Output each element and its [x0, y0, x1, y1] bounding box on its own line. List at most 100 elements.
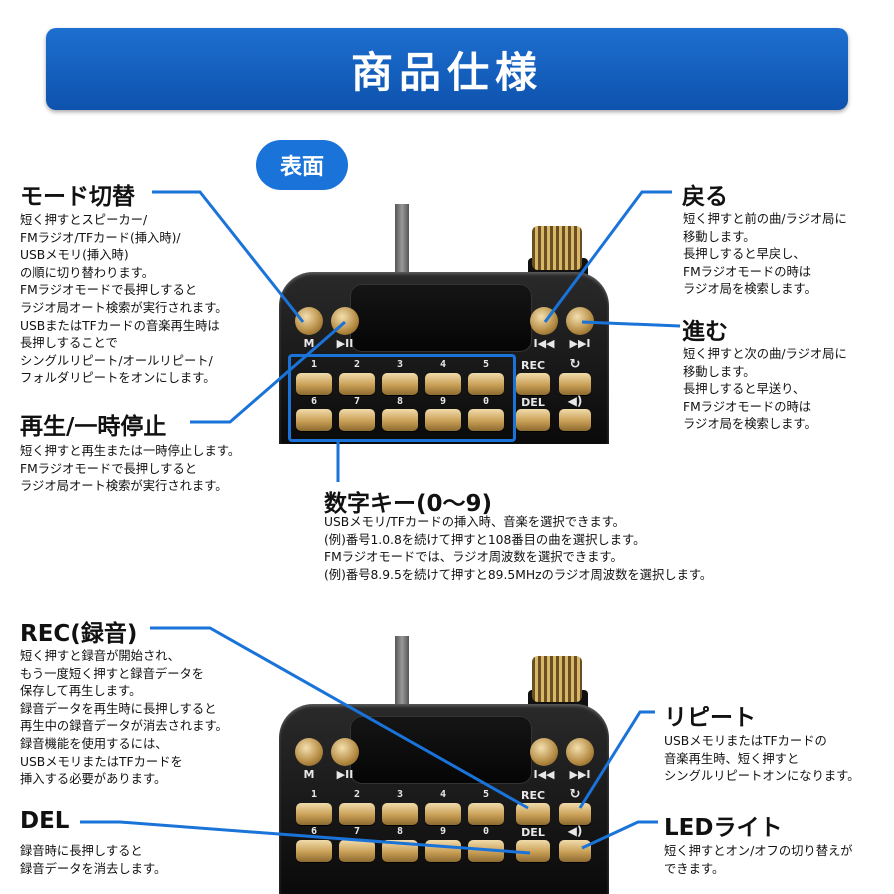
del-key[interactable] [516, 409, 550, 431]
antenna [395, 636, 409, 708]
rec-key[interactable] [516, 373, 550, 395]
repeat-key[interactable] [559, 803, 591, 825]
speaker-icon: ◀) [567, 824, 583, 838]
face-label-badge: 表面 [256, 140, 348, 190]
device-display [350, 716, 532, 784]
key-label: 2 [353, 359, 361, 370]
key-4[interactable] [425, 373, 461, 395]
line-del [80, 820, 531, 855]
del-key[interactable] [516, 840, 550, 862]
line-rec [150, 626, 529, 810]
rec-key-label: REC [520, 359, 546, 372]
rec-key[interactable] [516, 803, 550, 825]
key-label: 7 [353, 826, 361, 837]
play-text: 短く押すと再生または一時停止します。 FMラジオモードで長押しすると ラジオ局オ… [20, 444, 241, 494]
digit-keys-highlight [288, 354, 516, 442]
back-text: 短く押すと前の曲/ラジオ局に 移動します。 長押しすると早戻し、 FMラジオモー… [683, 212, 847, 297]
antenna [395, 204, 409, 274]
repeat-text: USBメモリまたはTFカードの 音楽再生時、短く押すと シングルリピートオンにな… [664, 734, 860, 784]
mode-text: 短く押すとスピーカー/ FMラジオ/TFカード(挿入時)/ USBメモリ(挿入時… [20, 213, 228, 386]
mode-button-label: M [303, 337, 315, 350]
mode-title: モード切替 [20, 184, 135, 210]
line-back [543, 190, 672, 323]
rec-title: REC(録音) [20, 621, 138, 647]
repeat-icon: ↻ [569, 787, 581, 802]
key-0[interactable] [468, 409, 504, 431]
mode-button[interactable] [295, 738, 323, 766]
repeat-title: リピート [664, 705, 756, 731]
key-6[interactable] [296, 409, 332, 431]
play-button-label: ▶II [336, 768, 354, 781]
device-display [350, 284, 532, 352]
key-2[interactable] [339, 803, 375, 825]
key-label: 4 [439, 359, 447, 370]
next-text: 短く押すと次の曲/ラジオ局に 移動します。 長押しすると早送り、 FMラジオモー… [683, 347, 847, 432]
led-key[interactable] [559, 409, 591, 431]
play-title: 再生/一時停止 [20, 414, 167, 440]
key-label: 2 [353, 789, 361, 800]
mode-button[interactable] [295, 307, 323, 335]
key-9[interactable] [425, 409, 461, 431]
key-7[interactable] [339, 840, 375, 862]
key-label: 3 [396, 359, 404, 370]
key-label: 8 [396, 396, 404, 407]
key-label: 9 [439, 826, 447, 837]
del-text: 録音時に長押しすると 録音データを消去します。 [20, 844, 167, 876]
repeat-key[interactable] [559, 373, 591, 395]
key-label: 0 [482, 826, 490, 837]
del-key-label: DEL [521, 826, 545, 839]
led-text: 短く押すとオン/オフの切り替えが できます。 [664, 844, 853, 876]
key-8[interactable] [382, 840, 418, 862]
key-2[interactable] [339, 373, 375, 395]
line-repeat [578, 710, 655, 809]
key-label: 3 [396, 789, 404, 800]
digits-title: 数字キー(0～9) [324, 491, 493, 517]
title-banner: 商品仕様 [46, 28, 848, 110]
play-button-label: ▶II [336, 337, 354, 350]
repeat-icon: ↻ [569, 357, 581, 372]
volume-knob [532, 656, 582, 702]
key-label: 6 [310, 826, 318, 837]
next-button[interactable] [566, 738, 594, 766]
line-mode [152, 190, 305, 323]
next-button-label: ▶▶I [569, 337, 591, 350]
mode-button-label: M [303, 768, 315, 781]
prev-button-label: I◀◀ [533, 337, 555, 350]
key-label: 8 [396, 826, 404, 837]
prev-button-label: I◀◀ [533, 768, 555, 781]
rec-text: 短く押すと録音が開始され、 もう一度短く押すと録音データを 保存して再生します。… [20, 649, 228, 787]
play-pause-button[interactable] [331, 738, 359, 766]
rec-key-label: REC [520, 789, 546, 802]
key-3[interactable] [382, 803, 418, 825]
volume-knob [532, 226, 582, 270]
led-title: LEDライト [664, 815, 783, 841]
del-title: DEL [20, 808, 70, 834]
del-key-label: DEL [521, 396, 545, 409]
key-label: 5 [482, 789, 490, 800]
key-label: 1 [310, 789, 318, 800]
key-label: 0 [482, 396, 490, 407]
key-7[interactable] [339, 409, 375, 431]
previous-button[interactable] [530, 738, 558, 766]
key-4[interactable] [425, 803, 461, 825]
next-button-label: ▶▶I [569, 768, 591, 781]
key-5[interactable] [468, 373, 504, 395]
line-next [581, 320, 681, 328]
led-key[interactable] [559, 840, 591, 862]
page-title: 商品仕様 [350, 47, 543, 97]
digits-text: USBメモリ/TFカードの挿入時、音楽を選択できます。 (例)番号1.0.8を続… [324, 515, 713, 582]
line-led [581, 820, 658, 850]
key-label: 6 [310, 396, 318, 407]
next-title: 進む [682, 319, 728, 345]
key-6[interactable] [296, 840, 332, 862]
key-1[interactable] [296, 803, 332, 825]
key-3[interactable] [382, 373, 418, 395]
key-label: 5 [482, 359, 490, 370]
key-label: 4 [439, 789, 447, 800]
key-8[interactable] [382, 409, 418, 431]
key-5[interactable] [468, 803, 504, 825]
key-label: 9 [439, 396, 447, 407]
key-1[interactable] [296, 373, 332, 395]
line-play [190, 320, 346, 424]
